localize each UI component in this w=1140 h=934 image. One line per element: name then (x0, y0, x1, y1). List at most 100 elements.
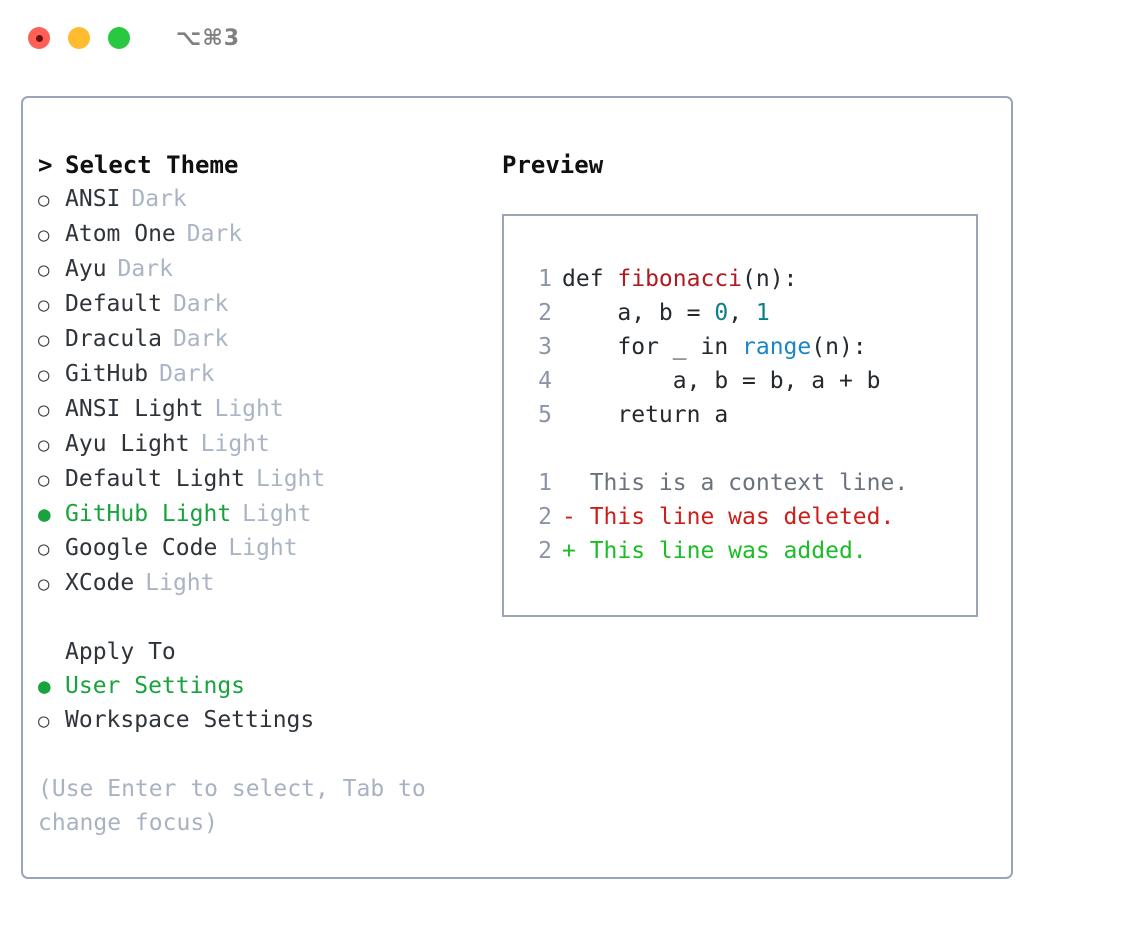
radio-selected-icon: ● (38, 502, 51, 526)
theme-list-item[interactable]: ○ GitHub Dark (38, 357, 498, 392)
theme-kind-label: Light (214, 396, 284, 422)
radio-unselected-icon: ○ (38, 434, 50, 456)
theme-list-item[interactable]: ○ Ayu Dark (38, 252, 498, 287)
radio-selected-icon: ● (38, 674, 51, 698)
window-controls (28, 27, 130, 49)
cursor-marker-icon: > (38, 151, 53, 179)
theme-list-item[interactable]: ○ XCode Light (38, 566, 498, 601)
apply-to-heading: ○ Apply To (38, 635, 498, 669)
theme-kind-label: Dark (117, 256, 173, 282)
code-line-number: 1 (538, 266, 552, 292)
theme-name-label: GitHub Light (65, 501, 232, 527)
code-line-number: 5 (538, 402, 552, 428)
diff-line-added: 2 + This line was added. (522, 534, 976, 568)
theme-list-item[interactable]: ○ Atom One Dark (38, 217, 498, 252)
theme-kind-label: Light (200, 431, 270, 457)
radio-unselected-icon: ○ (38, 294, 50, 316)
code-token-plain: a, b = b, a + b (562, 368, 881, 394)
close-button-icon[interactable] (28, 27, 50, 49)
diff-line-text: + This line was added. (562, 538, 867, 564)
code-token-call: range (742, 334, 812, 360)
code-line: 5 return a (522, 398, 976, 432)
theme-kind-label: Dark (186, 221, 243, 247)
code-token-plain: a, b = (562, 300, 715, 326)
radio-unselected-icon: ○ (38, 259, 50, 281)
theme-name-label: Default (65, 291, 162, 317)
apply-to-option-label: Workspace Settings (65, 707, 315, 733)
code-line-number: 2 (538, 300, 552, 326)
preview-heading: Preview (502, 151, 604, 179)
radio-unselected-icon: ○ (38, 364, 50, 386)
theme-name-label: GitHub (65, 361, 149, 387)
diff-line-number: 2 (538, 538, 552, 564)
theme-name-label: Ayu (65, 256, 107, 282)
theme-name-label: XCode (65, 570, 135, 596)
code-line: 2 a, b = 0, 1 (522, 296, 976, 330)
diff-sample: 1 This is a context line.2- This line wa… (522, 466, 976, 568)
select-theme-heading-label: Select Theme (65, 151, 239, 179)
select-theme-heading: > Select Theme (38, 148, 498, 182)
theme-kind-label: Light (256, 466, 326, 492)
code-line-number: 4 (538, 368, 552, 394)
code-line-text: for _ in range(n): (552, 330, 866, 364)
code-token-plain: for _ in (562, 334, 743, 360)
theme-list-item[interactable]: ○ Default Light Light (38, 462, 498, 497)
code-line-text: return a (552, 398, 728, 432)
theme-kind-label: Light (242, 501, 312, 527)
apply-to-option[interactable]: ○ Workspace Settings (38, 703, 498, 738)
theme-list-item[interactable]: ○ Default Dark (38, 287, 498, 322)
theme-list-item[interactable]: ○ ANSI Light Light (38, 392, 498, 427)
diff-line-number: 1 (538, 470, 552, 496)
radio-unselected-icon: ○ (38, 224, 50, 246)
title-bar: ⌥⌘3 (0, 0, 1140, 76)
keyboard-hint-text: (Use Enter to select, Tab to change focu… (38, 776, 426, 836)
code-line: 3 for _ in range(n): (522, 330, 976, 364)
theme-list-item[interactable]: ● GitHub Light Light (38, 497, 498, 531)
code-line-text: a, b = 0, 1 (552, 296, 769, 330)
code-line-number: 3 (538, 334, 552, 360)
code-diff-gap (522, 432, 976, 466)
code-line-text: a, b = b, a + b (552, 364, 881, 398)
theme-name-label: ANSI (65, 186, 121, 212)
theme-name-label: Atom One (65, 221, 176, 247)
minimize-button-icon[interactable] (68, 27, 90, 49)
apply-to-heading-label: Apply To (65, 639, 176, 665)
radio-unselected-icon: ○ (38, 710, 50, 732)
diff-line-number: 2 (538, 504, 552, 530)
diff-line-context: 1 This is a context line. (522, 466, 976, 500)
theme-kind-label: Dark (172, 291, 229, 317)
theme-kind-label: Light (228, 535, 298, 561)
theme-kind-label: Dark (131, 186, 187, 212)
diff-line-deleted: 2- This line was deleted. (522, 500, 976, 534)
radio-unselected-icon: ○ (38, 329, 50, 351)
radio-unselected-icon: ○ (38, 399, 50, 421)
theme-name-label: Dracula (65, 326, 162, 352)
code-token-plain: return a (562, 402, 729, 428)
theme-kind-label: Light (145, 570, 215, 596)
code-token-plain: def (562, 266, 618, 292)
apply-to-option[interactable]: ●User Settings (38, 669, 498, 703)
code-token-plain: , (728, 300, 756, 326)
radio-unselected-icon: ○ (38, 538, 50, 560)
theme-name-label: ANSI Light (65, 396, 204, 422)
apply-to-heading-indent: ○ (38, 635, 65, 669)
theme-name-label: Default Light (65, 466, 246, 492)
theme-kind-label: Dark (159, 361, 215, 387)
list-spacer (38, 601, 498, 635)
maximize-button-icon[interactable] (108, 27, 130, 49)
radio-unselected-icon: ○ (38, 573, 50, 595)
code-token-fn: fibonacci (617, 266, 743, 292)
radio-unselected-icon: ○ (38, 469, 50, 491)
code-line-text: def fibonacci(n): (552, 262, 797, 296)
